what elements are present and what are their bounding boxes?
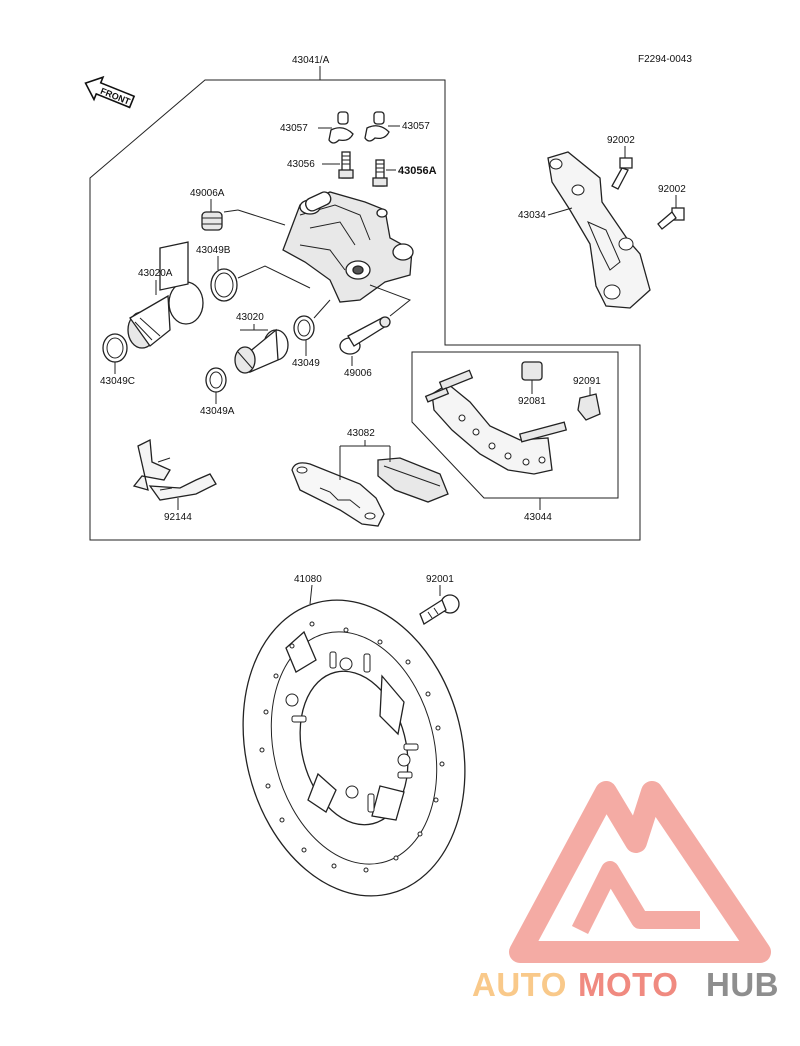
pad-block [377, 457, 449, 503]
piston-43020a [127, 241, 204, 349]
label-bolt-top: 92002 [607, 135, 635, 146]
boot-49006a [201, 211, 223, 231]
caliper-body [282, 191, 414, 303]
pad-plate [291, 462, 385, 527]
label-seal-b: 43049B [196, 245, 231, 256]
label-holder: 43044 [524, 512, 552, 523]
label-clip: 92091 [573, 376, 601, 387]
disc-bolt-92001 [419, 594, 460, 625]
logo-triangle-inner [571, 861, 700, 935]
label-disc: 41080 [294, 574, 322, 585]
label-seal-c: 43049C [100, 376, 135, 387]
pin-49006 [339, 316, 391, 355]
bleeder-cap-right [364, 111, 390, 142]
label-pad-set: 43082 [347, 428, 375, 439]
label-piston-a: 43020A [138, 268, 173, 279]
bracket-43034 [547, 151, 651, 309]
label-shim: 92081 [518, 396, 546, 407]
automotohub-logo: AUTO MOTO HUB [472, 781, 779, 1003]
caliper-assembly-boundary [89, 79, 641, 541]
label-bleeder-valve-r: 43056A [398, 165, 437, 177]
logo-text-hub: HUB [706, 966, 779, 1003]
logo-triangle-outer [509, 781, 771, 963]
label-spring: 92144 [164, 512, 192, 523]
piston-43020 [234, 328, 289, 374]
label-pin: 49006 [344, 368, 372, 379]
bleeder-cap-left [328, 111, 354, 144]
label-seal-a: 43049A [200, 406, 235, 417]
shim-92081 [521, 361, 543, 381]
bolt-92002-side [657, 207, 685, 230]
label-bleeder-valve-l: 43056 [287, 159, 315, 170]
brake-disc-41080 [242, 599, 466, 897]
bleeder-valve-right [372, 159, 388, 187]
label-boot-a: 49006A [190, 188, 225, 199]
bleeder-valve-left [338, 151, 354, 179]
label-disc-bolt: 92001 [426, 574, 454, 585]
spring-92144 [132, 438, 217, 501]
ref-code: F2294-0043 [638, 54, 692, 65]
holder-boundary [411, 351, 619, 499]
clip-92091 [577, 393, 601, 421]
logo-text-moto: MOTO [578, 966, 678, 1003]
front-arrow-icon: FRONT [84, 75, 136, 109]
label-seal: 43049 [292, 358, 320, 369]
label-piston: 43020 [236, 312, 264, 323]
label-bracket: 43034 [518, 210, 546, 221]
label-bleeder-cap-l: 43057 [280, 123, 308, 134]
label-bolt-side: 92002 [658, 184, 686, 195]
label-caliper-assy: 43041/A [292, 55, 330, 66]
seal-43049 [293, 315, 315, 341]
logo-text-auto: AUTO [472, 966, 567, 1003]
holder-43044 [424, 369, 568, 475]
label-bleeder-cap-r: 43057 [402, 121, 430, 132]
bolt-92002-top [611, 157, 633, 190]
